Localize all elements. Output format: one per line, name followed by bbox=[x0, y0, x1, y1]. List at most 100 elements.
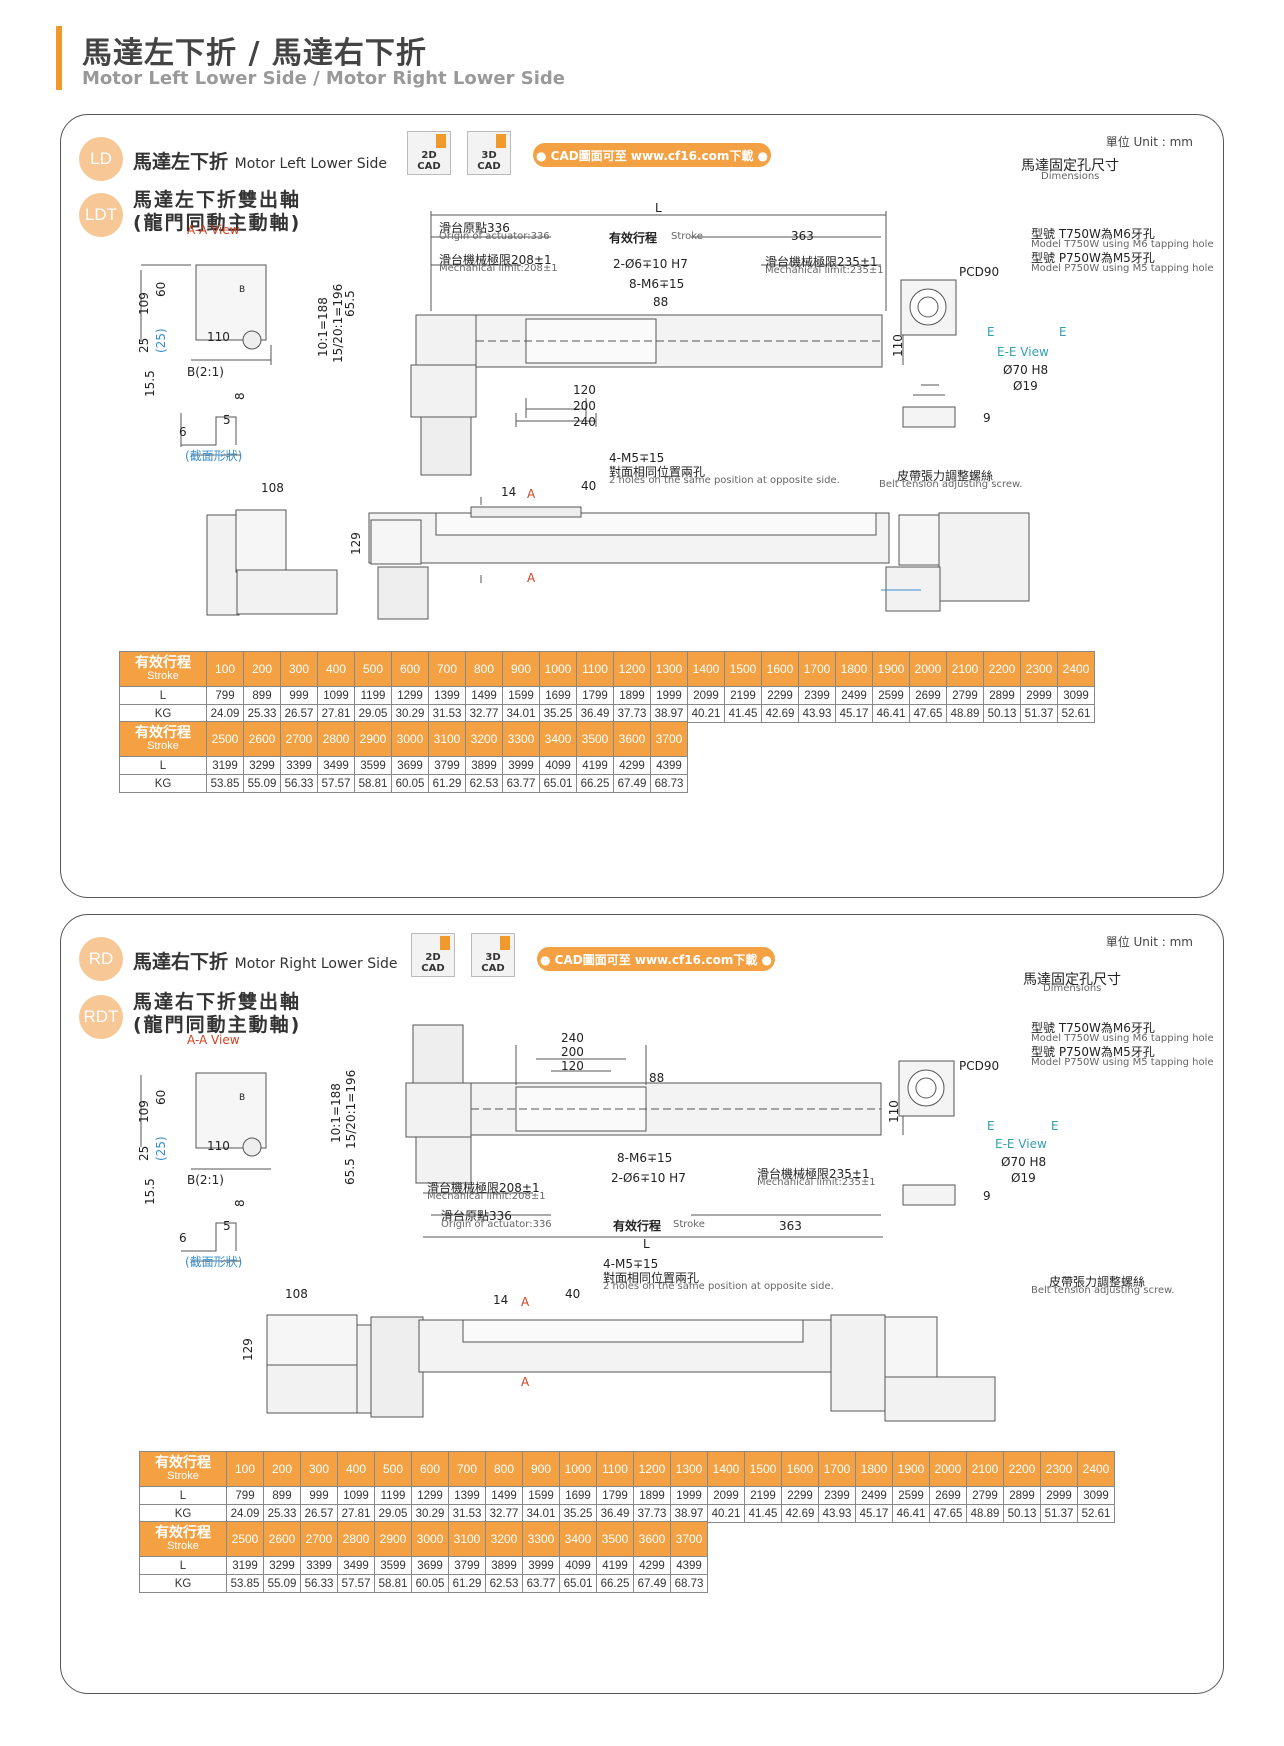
cad-3d-icon[interactable]: 3D CAD bbox=[471, 933, 515, 977]
length-value: 1199 bbox=[354, 686, 392, 705]
weight-value: 27.81 bbox=[317, 704, 355, 723]
stroke-value: 2100 bbox=[966, 1451, 1004, 1487]
weight-value: 29.05 bbox=[374, 1504, 412, 1523]
length-value: 3799 bbox=[448, 1556, 486, 1575]
badge-ld: LD bbox=[79, 137, 123, 181]
length-value: 1099 bbox=[317, 686, 355, 705]
weight-value: 65.01 bbox=[559, 1574, 597, 1593]
dim-155: 15.5 bbox=[143, 370, 157, 397]
stroke-value: 1700 bbox=[818, 1451, 856, 1487]
length-value: 1399 bbox=[428, 686, 466, 705]
weight-value: 66.25 bbox=[576, 774, 614, 793]
stroke-value: 3500 bbox=[576, 721, 614, 757]
length-value: 2599 bbox=[872, 686, 910, 705]
weight-value: 67.49 bbox=[633, 1574, 671, 1593]
stroke-value: 600 bbox=[391, 651, 429, 687]
row-label-L: L bbox=[119, 756, 207, 775]
weight-value: 63.77 bbox=[502, 774, 540, 793]
weight-value: 38.97 bbox=[670, 1504, 708, 1523]
mech235-zh: 滑台機械極限235±1 bbox=[757, 1167, 870, 1181]
cad-download-link[interactable]: ● CAD圖面可至 www.cf16.com下載 ● bbox=[533, 143, 771, 167]
row-label-KG: KG bbox=[119, 704, 207, 723]
weight-value: 29.05 bbox=[354, 704, 392, 723]
ratio-1: 10:1=188 bbox=[329, 1083, 343, 1143]
cad-download-link[interactable]: ● CAD圖面可至 www.cf16.com下載 ● bbox=[537, 947, 775, 971]
length-value: 1499 bbox=[485, 1486, 523, 1505]
stroke-value: 3200 bbox=[465, 721, 503, 757]
weight-value: 40.21 bbox=[707, 1504, 745, 1523]
length-value: 3499 bbox=[317, 756, 355, 775]
stroke-value: 400 bbox=[317, 651, 355, 687]
dims-zh: 馬達固定孔尺寸 bbox=[1021, 158, 1119, 174]
m5-label: 4-M5∓15 bbox=[603, 1257, 659, 1271]
cad-2d-icon[interactable]: 2D CAD bbox=[411, 933, 455, 977]
length-value: 799 bbox=[226, 1486, 264, 1505]
stroke-header-zh: 有效行程 bbox=[135, 654, 191, 670]
row-label-KG: KG bbox=[139, 1574, 227, 1593]
stroke-value: 2300 bbox=[1020, 651, 1058, 687]
dim-9: 9 bbox=[983, 1189, 991, 1203]
dim-25: 25 bbox=[137, 337, 151, 353]
cad-3d-icon[interactable]: 3D CAD bbox=[467, 131, 511, 175]
weight-value: 37.73 bbox=[633, 1504, 671, 1523]
weight-value: 55.09 bbox=[243, 774, 281, 793]
stroke-value: 3400 bbox=[539, 721, 577, 757]
stroke-header-en: Stroke bbox=[147, 740, 179, 752]
t750-en: Model T750W using M6 tapping hole bbox=[1031, 239, 1214, 250]
stroke-value: 3600 bbox=[613, 721, 651, 757]
length-value: 3999 bbox=[502, 756, 540, 775]
length-value: 2799 bbox=[946, 686, 984, 705]
weight-value: 57.57 bbox=[317, 774, 355, 793]
mech235-en: Mechanical limit:235±1 bbox=[765, 265, 884, 276]
stroke-value: 2400 bbox=[1077, 1451, 1115, 1487]
weight-value: 45.17 bbox=[855, 1504, 893, 1523]
length-value: 2099 bbox=[707, 1486, 745, 1505]
m5-label: 4-M5∓15 bbox=[609, 451, 665, 465]
cad-2d-icon[interactable]: 2D CAD bbox=[407, 131, 451, 175]
weight-value: 26.57 bbox=[300, 1504, 338, 1523]
length-value: 3099 bbox=[1077, 1486, 1115, 1505]
header-accent-bar bbox=[56, 26, 62, 90]
weight-value: 51.37 bbox=[1020, 704, 1058, 723]
weight-value: 60.05 bbox=[411, 1574, 449, 1593]
dim-88: 88 bbox=[653, 295, 669, 309]
stroke-value: 3400 bbox=[559, 1521, 597, 1557]
weight-value: 25.33 bbox=[263, 1504, 301, 1523]
length-value: 999 bbox=[280, 686, 318, 705]
length-value: 3299 bbox=[243, 756, 281, 775]
weight-value: 61.29 bbox=[448, 1574, 486, 1593]
m5-zh: 對面相同位置兩孔 bbox=[609, 465, 706, 479]
dim-363: 363 bbox=[779, 1219, 802, 1233]
weight-value: 48.89 bbox=[966, 1504, 1004, 1523]
length-value: 4299 bbox=[633, 1556, 671, 1575]
stroke-value: 2300 bbox=[1040, 1451, 1078, 1487]
length-value: 799 bbox=[206, 686, 244, 705]
p750-zh: 型號 P750W為M5牙孔 bbox=[1031, 251, 1155, 265]
length-value: 1199 bbox=[374, 1486, 412, 1505]
length-value: 1399 bbox=[448, 1486, 486, 1505]
dim-L: L bbox=[655, 201, 662, 215]
length-value: 1699 bbox=[559, 1486, 597, 1505]
stroke-value: 1300 bbox=[670, 1451, 708, 1487]
dim-60: 60 bbox=[154, 1089, 168, 1105]
row-label-L: L bbox=[139, 1486, 227, 1505]
length-value: 2899 bbox=[983, 686, 1021, 705]
weight-value: 50.13 bbox=[1003, 1504, 1041, 1523]
length-value: 2699 bbox=[909, 686, 947, 705]
dim-120: 120 bbox=[561, 1059, 584, 1073]
stroke-en: Stroke bbox=[673, 1219, 705, 1230]
stroke-header-en: Stroke bbox=[167, 1470, 199, 1482]
length-value: 1699 bbox=[539, 686, 577, 705]
weight-value: 47.65 bbox=[929, 1504, 967, 1523]
length-value: 1899 bbox=[613, 686, 651, 705]
length-value: 2499 bbox=[855, 1486, 893, 1505]
stroke-value: 2600 bbox=[243, 721, 281, 757]
length-value: 999 bbox=[300, 1486, 338, 1505]
length-value: 1299 bbox=[411, 1486, 449, 1505]
length-value: 2599 bbox=[892, 1486, 930, 1505]
stroke-value: 100 bbox=[206, 651, 244, 687]
length-value: 3699 bbox=[411, 1556, 449, 1575]
weight-value: 34.01 bbox=[502, 704, 540, 723]
stroke-value: 3000 bbox=[391, 721, 429, 757]
weight-value: 56.33 bbox=[280, 774, 318, 793]
